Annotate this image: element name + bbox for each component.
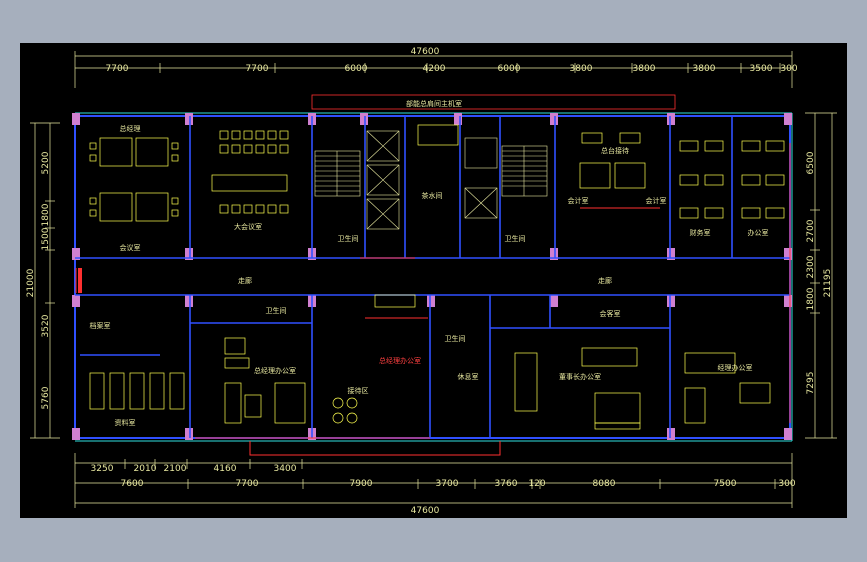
dim-bottom-lower-2: 7700 — [236, 479, 259, 489]
stairs-right — [501, 145, 548, 197]
room-label-tea: 茶水间 — [422, 191, 443, 200]
dim-bottom-lower-1: 7600 — [121, 479, 144, 489]
room-label-reception-desk: 总台接待 — [601, 146, 629, 155]
dim-left-2: 1800 — [41, 203, 51, 226]
dim-top-2: 7700 — [246, 64, 269, 74]
dim-right-2: 2700 — [806, 219, 816, 242]
dim-right-1: 6500 — [806, 151, 816, 174]
room-label-bathroom-a: 卫生间 — [338, 234, 359, 243]
room-label-bathroom-b: 卫生间 — [505, 234, 526, 243]
red-accents — [75, 143, 791, 456]
dim-bottom-upper-4: 4160 — [214, 464, 237, 474]
outer-walls — [74, 115, 791, 439]
dim-bottom-lower-5: 3760 — [495, 479, 518, 489]
room-label-vip-office: 董事长办公室 — [559, 372, 601, 381]
dim-top-4: 4200 — [423, 64, 446, 74]
dim-bottom-upper-1: 3250 — [91, 464, 114, 474]
dim-right-4: 1800 — [806, 287, 816, 310]
dim-right-5: 7295 — [806, 372, 816, 395]
dim-total-top: 47600 — [411, 47, 440, 57]
curtain-wall — [75, 112, 793, 442]
room-label-finance-left: 会计室 — [568, 196, 589, 205]
room-label-top-left-sub: 会议室 — [120, 243, 141, 252]
dim-bottom-upper-5: 3400 — [274, 464, 297, 474]
dim-top-1: 7700 — [106, 64, 129, 74]
room-label-files: 资料室 — [115, 418, 136, 427]
top-annotation-box — [311, 94, 676, 110]
stairs-left — [314, 150, 361, 197]
furniture — [89, 124, 785, 430]
dimension-lines — [30, 51, 837, 508]
dim-top-6: 3800 — [570, 64, 593, 74]
dim-bottom-lower-7: 8080 — [593, 479, 616, 489]
red-wall-segment — [78, 268, 82, 293]
room-label-reception: 接待区 — [348, 386, 369, 395]
dim-top-10: 300 — [780, 64, 797, 74]
room-label-corridor-right: 走廊 — [598, 276, 612, 285]
room-label-big-meeting: 大会议室 — [234, 222, 262, 231]
dim-left-total: 21000 — [26, 268, 36, 297]
dim-top-9: 3500 — [750, 64, 773, 74]
dim-left-3: 1500 — [41, 227, 51, 250]
dim-top-8: 3800 — [693, 64, 716, 74]
dim-left-5: 5760 — [41, 386, 51, 409]
dim-left-4: 3520 — [41, 314, 51, 337]
elevators — [366, 130, 498, 230]
dim-total-bottom: 47600 — [411, 506, 440, 516]
dim-left-1: 5200 — [41, 151, 51, 174]
dim-bottom-lower-9: 300 — [778, 479, 795, 489]
room-label-top-left: 总经理 — [120, 124, 141, 133]
dim-bottom-lower-6: 120 — [528, 479, 545, 489]
dim-top-5: 6000 — [498, 64, 521, 74]
dim-bottom-lower-4: 3700 — [436, 479, 459, 489]
cad-canvas: 47600 7700 7700 6000 4200 6000 3800 3800… — [20, 43, 847, 518]
dim-bottom-lower-8: 7500 — [714, 479, 737, 489]
room-label-gm-office-right: 经理办公室 — [718, 363, 753, 372]
room-label-corridor-left: 走廊 — [238, 276, 252, 285]
dim-bottom-upper-3: 2100 — [164, 464, 187, 474]
room-label-gm-office-left: 总经理办公室 — [254, 366, 296, 375]
room-label-bathroom-d: 卫生间 — [445, 334, 466, 343]
room-label-meeting-room: 会客室 — [600, 309, 621, 318]
room-label-finance-b: 办公室 — [748, 228, 769, 237]
floor-plan: 47600 7700 7700 6000 4200 6000 3800 3800… — [26, 47, 837, 516]
dim-right-3: 2300 — [806, 255, 816, 278]
top-annotation-label: 部能总肩间主机室 — [406, 99, 462, 108]
columns — [72, 113, 792, 440]
interior-walls — [75, 116, 790, 438]
room-label-finance-a: 财务室 — [690, 228, 711, 237]
dim-right-total: 21195 — [823, 269, 833, 298]
red-annotation: 总经理办公室 — [379, 356, 421, 365]
room-label-bed-room: 休息室 — [458, 372, 479, 381]
room-label-archive: 档案室 — [90, 321, 111, 330]
dim-top-3: 6000 — [345, 64, 368, 74]
dim-bottom-upper-2: 2010 — [134, 464, 157, 474]
dim-top-7: 3800 — [633, 64, 656, 74]
dim-bottom-lower-3: 7900 — [350, 479, 373, 489]
room-label-bathroom-c: 卫生间 — [266, 306, 287, 315]
room-label-finance-right: 会计室 — [646, 196, 667, 205]
